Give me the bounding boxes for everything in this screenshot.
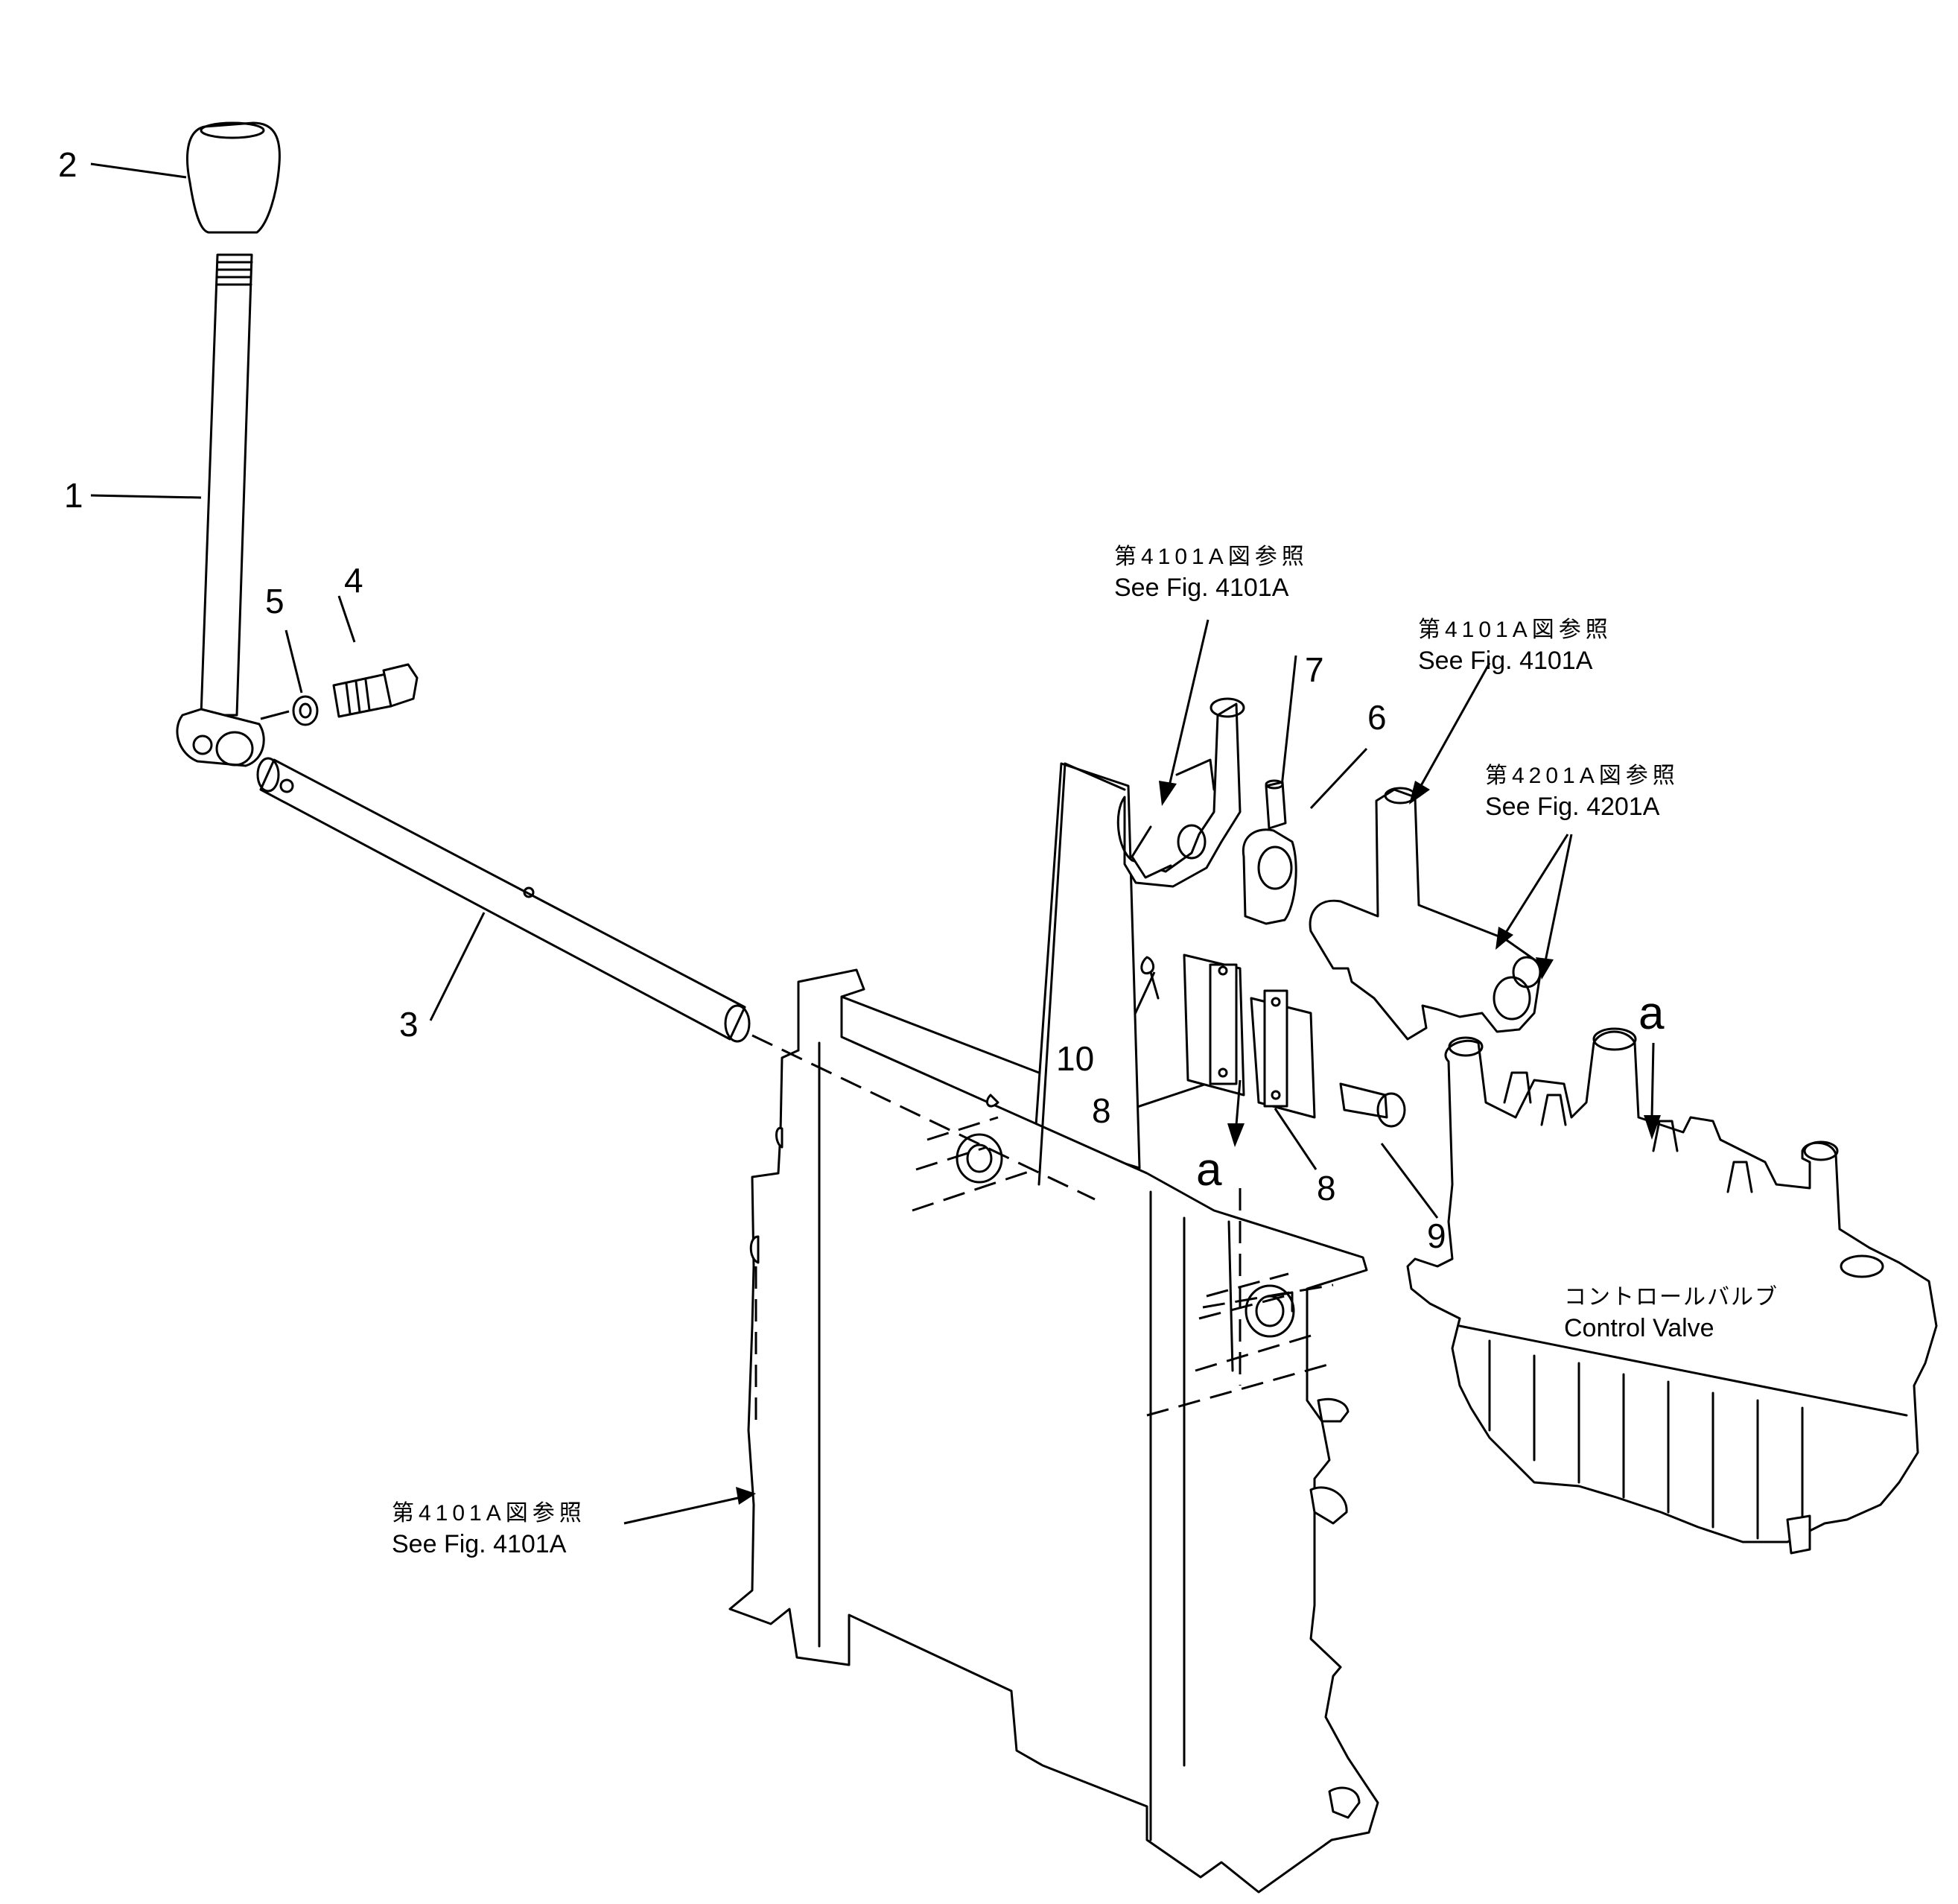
reference-top-right: 第4101A図参照 See Fig. 4101A [1418, 615, 1612, 677]
part-8-plates [1183, 953, 1316, 1119]
reference-bottom-left: 第4101A図参照 See Fig. 4101A [392, 1499, 586, 1561]
callout-6: 6 [1367, 698, 1387, 737]
part-2-knob [186, 121, 281, 234]
callout-8-right: 8 [1317, 1169, 1336, 1208]
reference-jp: 第4201A図参照 [1485, 764, 1679, 788]
control-valve-label: コントロールバルブ Control Valve [1564, 1283, 1779, 1345]
control-valve-en: Control Valve [1564, 1314, 1714, 1342]
part-1-lever [176, 253, 265, 767]
plate-ref [1037, 762, 1126, 1186]
callout-3: 3 [399, 1005, 419, 1044]
reference-en: See Fig. 4101A [392, 1530, 567, 1558]
part-10-cotter-pin [1140, 956, 1160, 1000]
control-valve [1406, 1027, 1938, 1555]
reference-en: See Fig. 4101A [1114, 574, 1289, 602]
reference-en: See Fig. 4101A [1418, 647, 1593, 675]
upper-bracket [1116, 697, 1245, 888]
reference-arrows [623, 619, 1661, 1525]
reference-jp: 第4101A図参照 [1418, 618, 1612, 642]
part-7-pin [1265, 779, 1287, 830]
control-valve-jp: コントロールバルブ [1564, 1285, 1779, 1310]
callout-5: 5 [265, 582, 285, 621]
callout-a-left: a [1196, 1144, 1222, 1196]
callout-8-left: 8 [1092, 1091, 1111, 1130]
pivot-bosses [956, 1133, 1295, 1338]
lever-housing [728, 762, 1379, 1894]
right-yoke [1309, 787, 1543, 1041]
callout-7: 7 [1305, 650, 1324, 689]
callout-4: 4 [344, 561, 363, 600]
part-4-bolt [332, 663, 419, 718]
reference-right: 第4201A図参照 See Fig. 4201A [1485, 761, 1679, 823]
callout-2: 2 [58, 145, 77, 184]
part-3-shaft [256, 757, 751, 1043]
part-9-clevis-pin [1339, 1082, 1406, 1128]
reference-jp: 第4101A図参照 [392, 1501, 586, 1526]
part-6-clamp [1242, 828, 1297, 925]
callout-9: 9 [1427, 1216, 1446, 1255]
assembly-dashed-lines [751, 1034, 1334, 1430]
callout-a-right: a [1638, 988, 1665, 1039]
callout-1: 1 [64, 476, 83, 515]
reference-en: See Fig. 4201A [1485, 793, 1660, 821]
reference-jp: 第4101A図参照 [1114, 545, 1309, 569]
part-5-washer [292, 695, 319, 726]
reference-top-mid: 第4101A図参照 See Fig. 4101A [1114, 542, 1309, 604]
callout-10: 10 [1056, 1039, 1095, 1078]
